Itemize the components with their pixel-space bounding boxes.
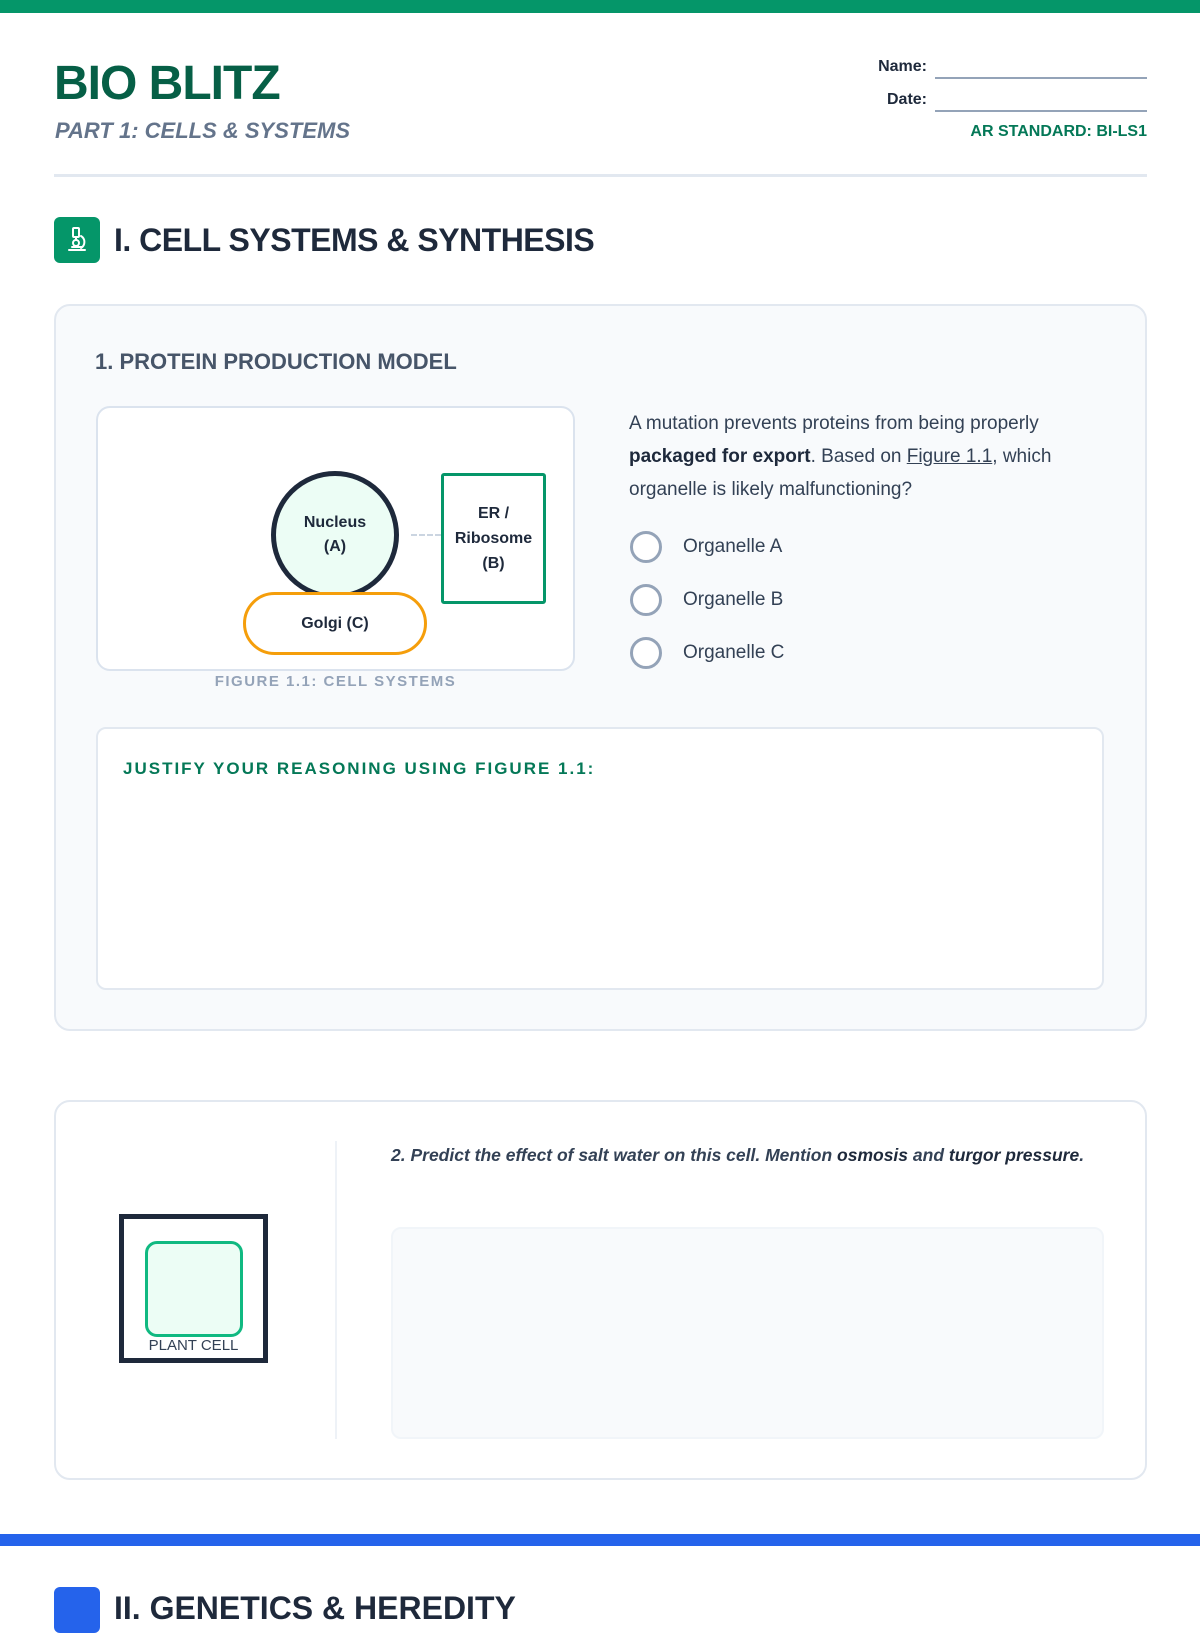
option-organelle-a[interactable]: Organelle A	[630, 531, 782, 563]
figure-link[interactable]: Figure 1.1	[906, 446, 993, 467]
date-field[interactable]	[935, 110, 1147, 112]
justification-answer-box[interactable]: JUSTIFY YOUR REASONING USING FIGURE 1.1:	[96, 727, 1104, 990]
justification-label: JUSTIFY YOUR REASONING USING FIGURE 1.1:	[123, 759, 596, 778]
radio-button[interactable]	[630, 584, 662, 616]
header-divider	[54, 174, 1147, 177]
connector-line	[411, 534, 441, 536]
golgi-label: Golgi (C)	[301, 614, 369, 632]
figure-caption: FIGURE 1.1: CELL SYSTEMS	[214, 673, 457, 690]
er-ribosome-organelle: ER / Ribosome (B)	[441, 473, 546, 604]
top-accent-bar	[0, 0, 1200, 13]
date-label: Date:	[886, 91, 927, 108]
section-title: I. CELL SYSTEMS & SYNTHESIS	[114, 222, 595, 258]
golgi-organelle: Golgi (C)	[243, 592, 427, 655]
question-title: 1. PROTEIN PRODUCTION MODEL	[95, 349, 457, 374]
er-letter: (B)	[482, 555, 505, 572]
standard-badge: AR STANDARD: BI-LS1	[970, 123, 1147, 140]
page-title: BIO BLITZ	[54, 57, 281, 110]
option-organelle-b[interactable]: Organelle B	[630, 584, 783, 616]
nucleus-organelle: Nucleus (A)	[271, 471, 399, 599]
question-2-text: 2. Predict the effect of salt water on t…	[391, 1145, 1085, 1165]
dna-icon	[54, 1587, 100, 1633]
plant-cell-label: PLANT CELL	[148, 1337, 239, 1354]
microscope-icon	[54, 217, 100, 263]
er-label: ER /	[477, 505, 510, 522]
page-subtitle: PART 1: CELLS & SYSTEMS	[55, 118, 351, 143]
question-2-answer-box[interactable]	[391, 1227, 1104, 1439]
ribosome-label: Ribosome	[454, 530, 533, 547]
option-organelle-c[interactable]: Organelle C	[630, 637, 784, 669]
name-label: Name:	[878, 58, 927, 75]
vertical-divider	[335, 1141, 337, 1439]
radio-button[interactable]	[630, 531, 662, 563]
nucleus-letter: (A)	[323, 538, 347, 555]
radio-button[interactable]	[630, 637, 662, 669]
name-field[interactable]	[935, 77, 1147, 79]
question-text: A mutation prevents proteins from being …	[629, 413, 1052, 500]
section-2-title: II. GENETICS & HEREDITY	[114, 1590, 516, 1626]
section-divider-bar	[0, 1534, 1200, 1546]
plant-cell-membrane	[145, 1241, 243, 1337]
nucleus-label: Nucleus	[303, 514, 367, 531]
